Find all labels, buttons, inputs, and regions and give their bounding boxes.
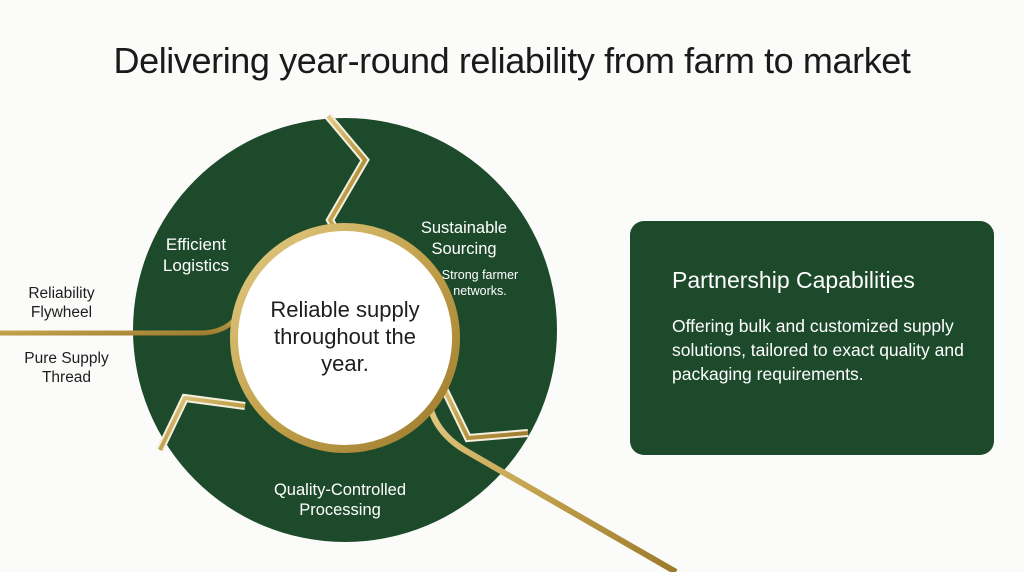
center-hub — [230, 223, 460, 453]
label-pure-supply-thread: Pure Supply Thread — [24, 350, 109, 386]
panel-heading: Partnership Capabilities — [672, 267, 915, 293]
segment-label-sourcing: Sustainable Sourcing — [420, 219, 508, 258]
center-text: Reliable supply throughout the year. — [270, 297, 420, 376]
partnership-panel: Partnership Capabilities Offering bulk a… — [630, 221, 994, 455]
page-title: Delivering year-round reliability from f… — [113, 40, 911, 81]
segment-label-processing: Quality-Controlled Processing — [273, 481, 407, 519]
segment-detail-sourcing: Strong farmer networks. — [441, 268, 519, 298]
panel-body: Offering bulk and customized supply solu… — [672, 316, 964, 384]
divider-right-accent — [434, 371, 529, 441]
label-reliability-flywheel: Reliability Flywheel — [28, 285, 95, 321]
segment-label-logistics: Efficient Logistics — [162, 235, 230, 275]
divider-left-accent — [158, 395, 246, 451]
